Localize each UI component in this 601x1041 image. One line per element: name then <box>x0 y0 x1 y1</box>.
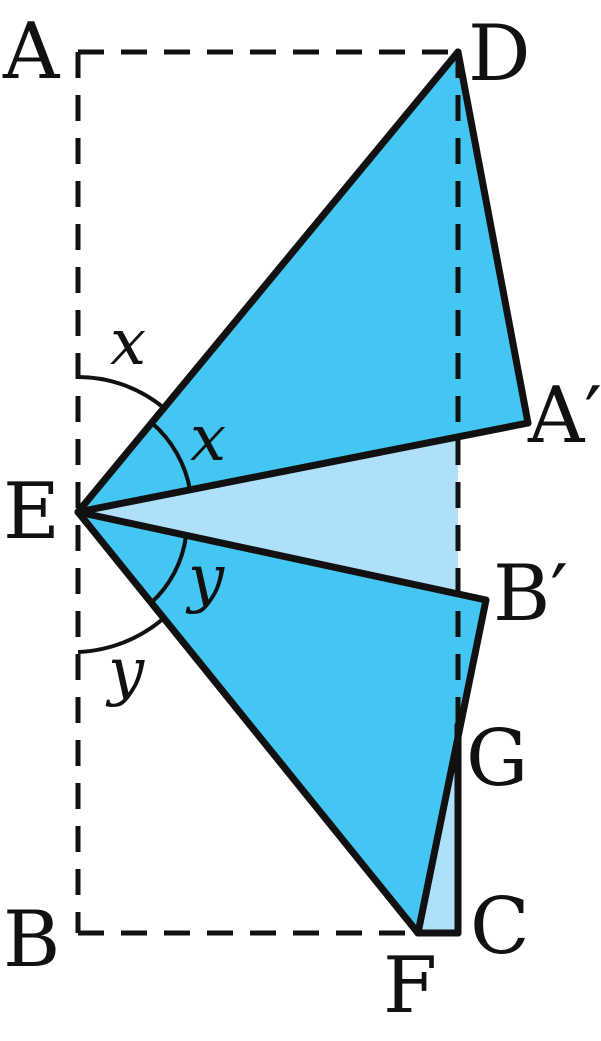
label-A: A <box>2 7 61 97</box>
angle-label-y-inner: y <box>185 542 225 616</box>
label-G: G <box>466 714 528 804</box>
angle-arcs <box>77 375 192 654</box>
label-E: E <box>3 467 60 557</box>
label-C: C <box>470 882 530 972</box>
angle-label-y-outer: y <box>105 635 145 709</box>
arc-y-outer <box>77 616 166 654</box>
fold-line-ED <box>74 48 462 516</box>
edge-EB-prime <box>74 508 490 604</box>
fold-line-EF <box>74 508 422 937</box>
label-B-prime: B′ <box>493 549 568 639</box>
fold-outlines <box>74 48 532 937</box>
edge-B-prime-F <box>414 596 490 937</box>
label-D: D <box>468 9 531 99</box>
arc-x-inner <box>150 421 192 491</box>
angle-label-x-outer: x <box>110 306 146 380</box>
lower-folded-flap <box>78 512 486 933</box>
arc-x-outer <box>77 375 166 410</box>
label-A-prime: A′ <box>527 371 601 461</box>
label-F: F <box>383 941 437 1031</box>
upper-folded-flap <box>78 52 528 512</box>
label-B: B <box>3 895 60 985</box>
arc-y-inner <box>149 535 188 605</box>
middle-exposed-region <box>78 438 458 595</box>
edge-DA-prime <box>454 48 532 427</box>
angle-label-x-inner: x <box>190 402 226 476</box>
edge-EA-prime <box>74 419 532 516</box>
